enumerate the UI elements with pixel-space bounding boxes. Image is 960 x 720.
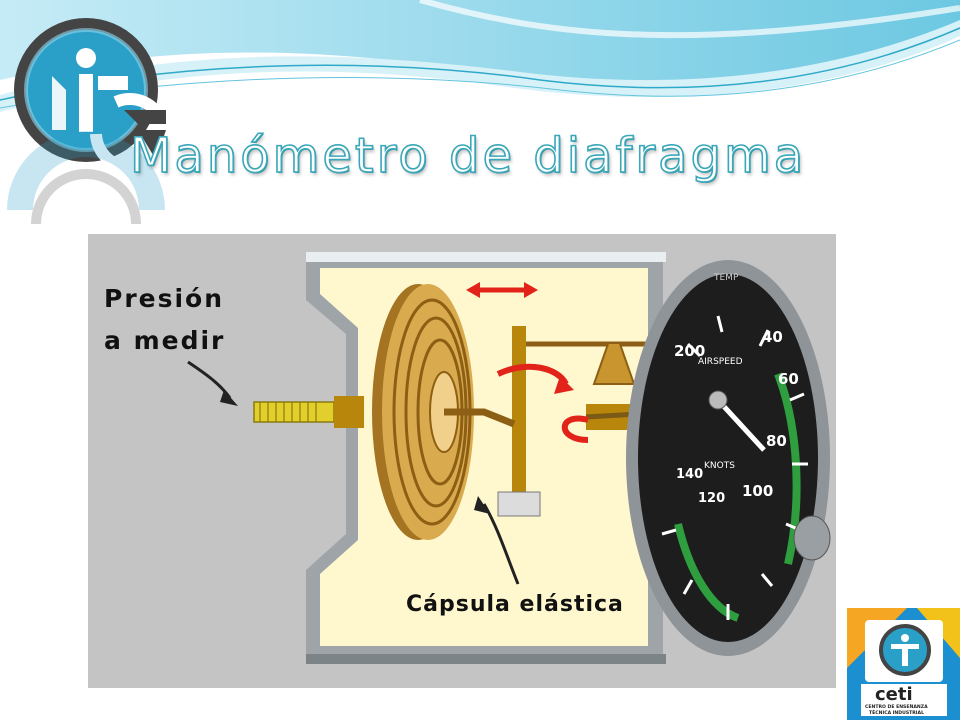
gauge-number: 60: [778, 370, 799, 388]
pressure-label-line-1: Presión: [104, 284, 225, 313]
gauge-ticks: [661, 315, 808, 620]
gauge-label-temp: TEMP: [713, 273, 739, 283]
housing-interior: [320, 268, 648, 646]
ceti-line-2: TÉCNICA INDUSTRIAL: [869, 708, 924, 716]
pressure-label: Presión a medir: [104, 278, 225, 362]
gauge-face: [638, 274, 818, 642]
gauge-number: 200: [674, 342, 705, 360]
ceti-line-1: CENTRO DE ENSEÑANZA: [865, 703, 928, 710]
sector-gear: [592, 343, 636, 385]
ceti-word: ceti: [875, 684, 913, 705]
connecting-link: [444, 408, 516, 428]
gauge-number: 120: [698, 491, 725, 506]
gauge-label-knots: KNOTS: [704, 461, 735, 471]
header-waves-decoration: [0, 0, 960, 112]
gauge-number: 40: [762, 328, 783, 346]
vertical-lever: [512, 326, 526, 504]
gauge-number: 100: [742, 482, 773, 500]
housing-top-highlight: [306, 252, 666, 262]
gauge-number: 80: [766, 432, 787, 450]
gauge-label-airspeed: AIRSPEED: [698, 357, 743, 367]
pressure-inlet-screw: [253, 401, 335, 423]
gauge-green-arc: [774, 372, 801, 565]
gauge-needle: [716, 398, 766, 452]
gauge-adjust-knob: [793, 515, 831, 561]
gauge-number: 140: [676, 467, 703, 482]
diaphragm-manometer-figure: TEMP AIRSPEED KNOTS 200 40 60 80 100 120…: [88, 234, 836, 688]
ceti-logo-icon: [7, 18, 170, 225]
gauge-needle-hub: [708, 390, 728, 410]
capsule-label: Cápsula elástica: [406, 592, 624, 617]
rotation-arrow-2: [561, 415, 589, 443]
inlet-nut: [334, 396, 364, 428]
slide-title: Manómetro de diafragma: [129, 127, 807, 185]
ceti-corner-logo: ceti CENTRO DE ENSEÑANZA TÉCNICA INDUSTR…: [847, 608, 960, 720]
housing-bottom-edge: [306, 654, 666, 664]
lever-pivot-block: [497, 491, 541, 517]
manometer-diagram: TEMP AIRSPEED KNOTS 200 40 60 80 100 120…: [187, 252, 831, 664]
pressure-label-line-2: a medir: [104, 326, 226, 355]
